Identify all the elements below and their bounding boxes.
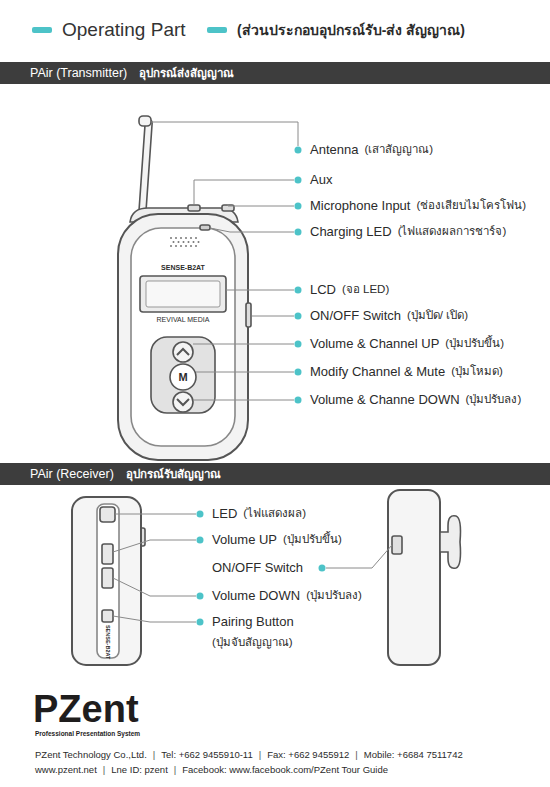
header-bar <box>32 27 52 33</box>
band-heading: PAir (Receiver) <box>30 465 114 483</box>
contact-text: PZent Technology Co.,Ltd. <box>35 750 147 761</box>
device-brand: REVIVAL MEDIA <box>157 316 210 324</box>
device-model: SENSE-B2AT <box>105 625 111 659</box>
part-name-thai: (ปุ่มปรับขึ้น) <box>283 533 342 546</box>
contact-text: Mobile: +6684 7511742 <box>364 750 463 761</box>
part-name: Pairing Button <box>212 615 294 630</box>
contact-text: Lne ID: pzent <box>111 765 168 776</box>
part-name-thai: (ไฟแสดงผลการชาร์จ) <box>398 225 507 238</box>
part-name: Volume & Channel UP <box>310 337 439 352</box>
part-name-thai: (ปุ่มปรับลง) <box>306 589 362 602</box>
brand-tagline: Professional Presentation System <box>35 730 140 737</box>
part-name-thai: (เสาสัญญาณ) <box>364 143 433 156</box>
part-name: LCD <box>310 283 336 298</box>
part-name: Volume UP <box>212 533 277 548</box>
header-bar <box>207 27 227 33</box>
part-name-thai: (ปุ่มจับสัญญาณ) <box>212 636 293 649</box>
part-name-thai: (จอ LED) <box>342 283 389 296</box>
part-name-thai: (ปุ่มปรับขึ้น) <box>445 337 504 350</box>
section-band: PAir (Transmitter) อุปกรณ์ส่งสัญญาณ <box>0 62 550 84</box>
brand-logo: PZent <box>33 688 139 732</box>
part-name-thai: (ปุ่มโหมด) <box>451 365 503 378</box>
leader-dots <box>295 147 302 404</box>
contact-text: Fax: +662 9455912 <box>267 750 349 761</box>
leader-dots <box>197 511 326 626</box>
separator: | <box>174 765 176 776</box>
part-name: ON/OFF Switch <box>212 561 303 576</box>
part-name: Volume & Channe DOWN <box>310 393 460 408</box>
part-name: LED <box>212 507 237 522</box>
contact-text: www.pzent.net <box>35 765 97 776</box>
part-name: Charging LED <box>310 225 392 240</box>
part-name-thai: (ปุ่มปรับลง) <box>466 393 522 406</box>
transmitter-drawing <box>118 116 251 460</box>
part-name-thai: (ไฟแสดงผล) <box>243 507 306 520</box>
receiver-front-drawing <box>72 497 145 665</box>
header-subtitle: (ส่วนประกอบอุปกรณ์รับ-ส่ง สัญญาณ) <box>237 22 465 38</box>
section-band: PAir (Receiver) อุปกรณ์รับสัญญาณ <box>0 463 550 485</box>
separator: | <box>259 750 261 761</box>
part-name: Volume DOWN <box>212 589 300 604</box>
part-name: Antenna <box>310 143 358 158</box>
leader-lines <box>113 514 392 622</box>
part-name: Microphone Input <box>310 199 410 214</box>
receiver-side-drawing <box>388 490 461 665</box>
leader-lines <box>151 122 298 400</box>
separator: | <box>153 750 155 761</box>
band-subheading: อุปกรณ์ส่งสัญญาณ <box>139 62 234 84</box>
page-title: Operating Part <box>62 19 186 41</box>
separator: | <box>355 750 357 761</box>
device-model: SENSE-B2AT <box>161 264 205 272</box>
contact-text: Tel: +662 9455910-11 <box>161 750 252 761</box>
band-heading: PAir (Transmitter) <box>30 64 127 82</box>
separator: | <box>103 765 105 776</box>
part-name: Modify Channel & Mute <box>310 365 445 380</box>
part-name: Aux <box>310 173 332 188</box>
part-name-thai: (ช่องเสียบไมโครโฟน) <box>416 199 526 212</box>
part-name-thai: (ปุ่มปิด/ เปิด) <box>407 309 468 322</box>
part-name: ON/OFF Switch <box>310 309 401 324</box>
button-letter: M <box>178 371 187 384</box>
contact-text: Facebook: www.facebook.com/PZent Tour Gu… <box>182 765 388 776</box>
band-subheading: อุปกรณ์รับสัญญาณ <box>126 463 221 485</box>
